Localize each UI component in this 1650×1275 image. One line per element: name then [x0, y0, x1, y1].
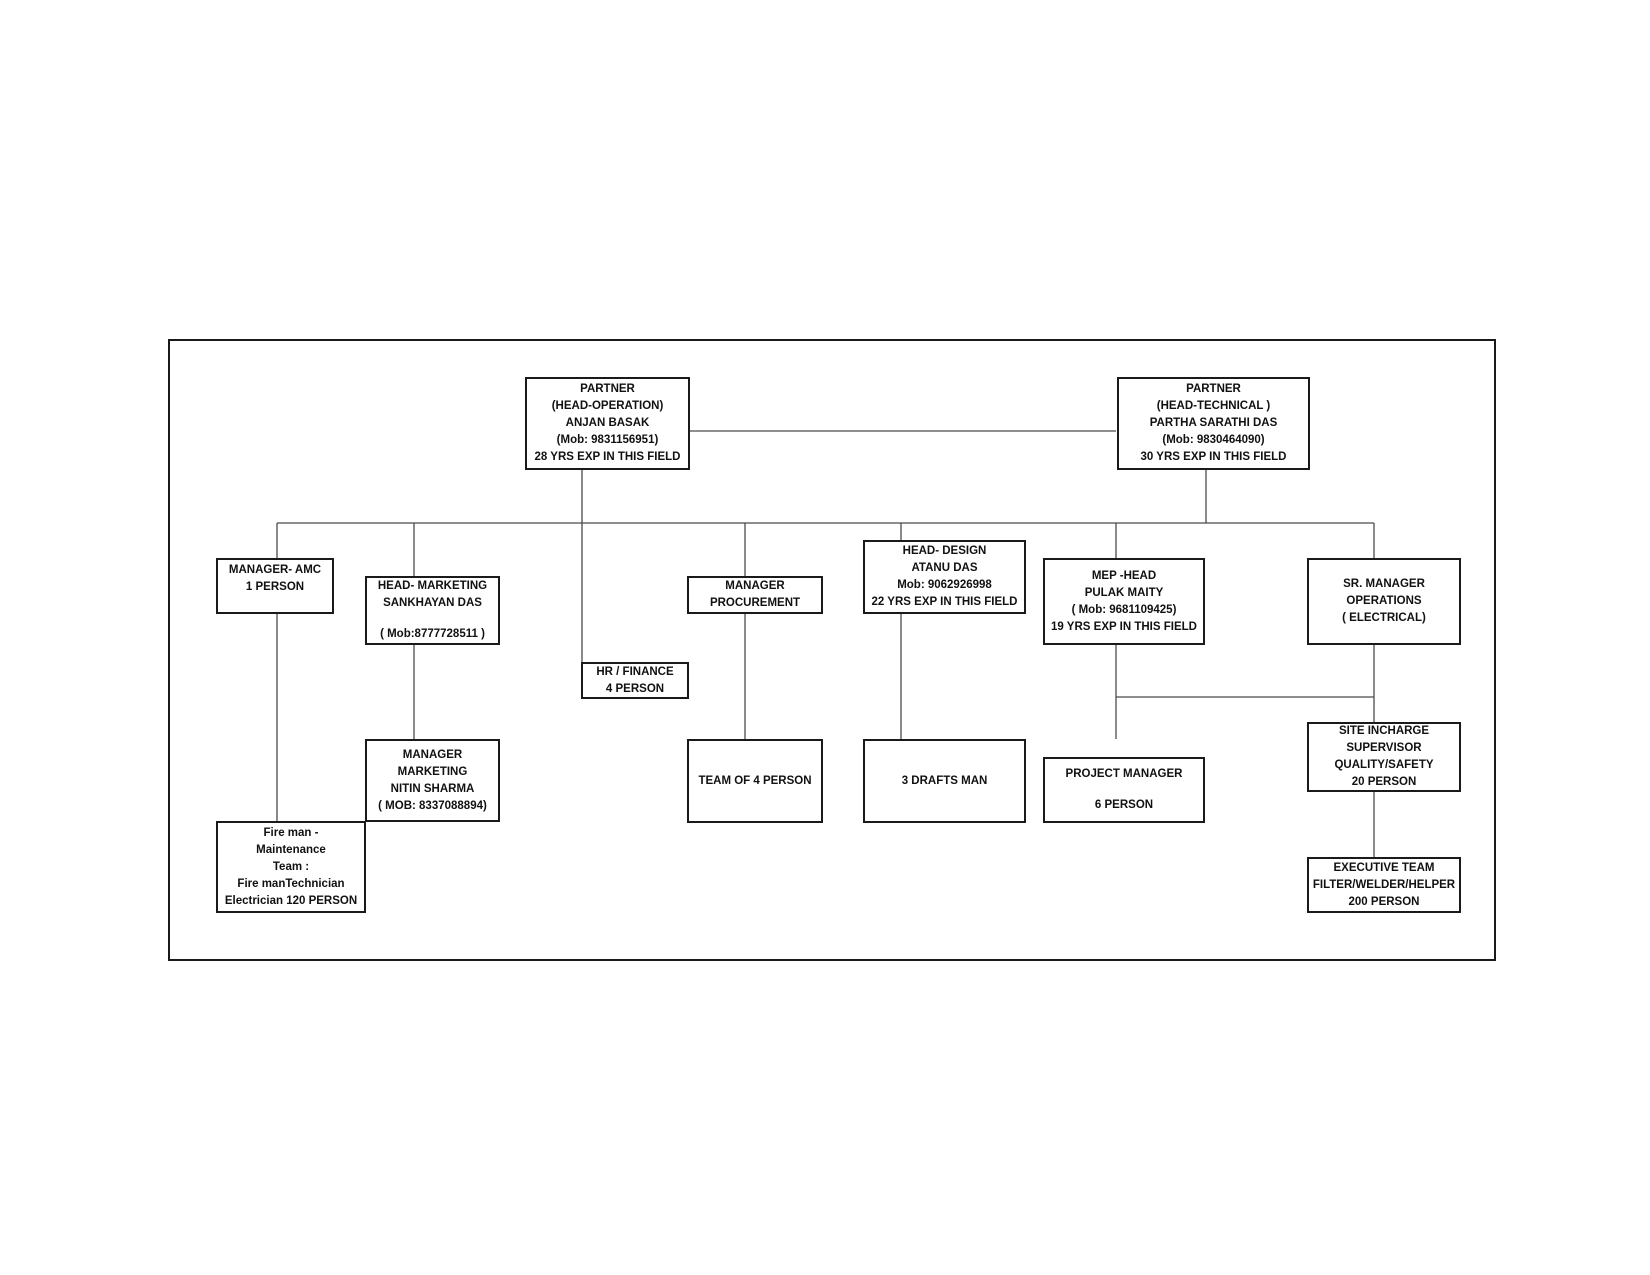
partner-operation-box: PARTNER (HEAD-OPERATION) ANJAN BASAK (Mo…	[525, 377, 690, 470]
partner-technical-box: PARTNER (HEAD-TECHNICAL ) PARTHA SARATHI…	[1117, 377, 1310, 470]
mep-head-experience: 19 YRS EXP IN THIS FIELD	[1051, 620, 1197, 633]
head-marketing-mobile: ( Mob:8777728511 )	[380, 628, 485, 640]
partner-technical-role: (HEAD-TECHNICAL )	[1156, 400, 1271, 412]
team-procurement-box: TEAM OF 4 PERSON	[687, 739, 823, 823]
project-manager-count: 6 PERSON	[1094, 799, 1154, 811]
partner-operation-mobile: (Mob: 9831156951)	[556, 434, 659, 446]
drafts-man-label: 3 DRAFTS MAN	[901, 774, 988, 787]
executive-team-box: EXECUTIVE TEAM FILTER/WELDER/HELPER 200 …	[1307, 857, 1461, 913]
manager-marketing-name: NITIN SHARMA	[390, 782, 475, 795]
partner-operation-title: PARTNER	[580, 383, 635, 395]
fire-team-box: Fire man - Maintenance Team : Fire manTe…	[216, 821, 366, 913]
site-incharge-title: SITE INCHARGE	[1338, 725, 1430, 737]
manager-marketing-box: MANAGER MARKETING NITIN SHARMA ( MOB: 83…	[365, 739, 500, 822]
site-incharge-box: SITE INCHARGE SUPERVISOR QUALITY/SAFETY …	[1307, 722, 1461, 792]
fire-team-line-5: Electrician 120 PERSON	[224, 894, 358, 907]
partner-technical-experience: 30 YRS EXP IN THIS FIELD	[1140, 451, 1287, 463]
fire-team-line-2: Maintenance	[256, 843, 326, 856]
head-marketing-name: SANKHAYAN DAS	[383, 597, 482, 609]
manager-amc-count: 1 PERSON	[245, 581, 305, 593]
project-manager-title: PROJECT MANAGER	[1065, 768, 1183, 780]
head-marketing-box: HEAD- MARKETING SANKHAYAN DAS ( Mob:8777…	[365, 576, 500, 645]
site-incharge-dept: QUALITY/SAFETY	[1334, 759, 1434, 771]
manager-procurement-dept: PROCUREMENT	[709, 597, 801, 609]
executive-team-title: EXECUTIVE TEAM	[1333, 861, 1435, 874]
sr-manager-operations-box: SR. MANAGER OPERATIONS ( ELECTRICAL)	[1307, 558, 1461, 645]
head-design-box: HEAD- DESIGN ATANU DAS Mob: 9062926998 2…	[863, 540, 1026, 614]
hr-finance-box: HR / FINANCE 4 PERSON	[581, 662, 689, 699]
project-manager-box: PROJECT MANAGER 6 PERSON	[1043, 757, 1205, 823]
fire-team-line-3: Team :	[272, 860, 310, 873]
team-procurement-label: TEAM OF 4 PERSON	[698, 774, 812, 787]
partner-technical-mobile: (Mob: 9830464090)	[1162, 434, 1265, 446]
head-design-mobile: Mob: 9062926998	[897, 579, 992, 591]
partner-technical-name: PARTHA SARATHI DAS	[1149, 417, 1278, 429]
executive-team-count: 200 PERSON	[1348, 895, 1420, 908]
head-design-experience: 22 YRS EXP IN THIS FIELD	[871, 596, 1018, 608]
mep-head-box: MEP -HEAD PULAK MAITY ( Mob: 9681109425)…	[1043, 558, 1205, 645]
manager-amc-box: MANAGER- AMC 1 PERSON	[216, 558, 334, 614]
hr-finance-count: 4 PERSON	[605, 682, 665, 695]
sr-manager-dept: OPERATIONS	[1346, 595, 1422, 607]
manager-marketing-mobile: ( MOB: 8337088894)	[378, 799, 487, 812]
sr-manager-specialty: ( ELECTRICAL)	[1342, 612, 1426, 624]
manager-marketing-title: MANAGER	[402, 748, 463, 761]
diagram-frame	[168, 339, 1496, 961]
hr-finance-title: HR / FINANCE	[596, 665, 674, 678]
partner-operation-role: (HEAD-OPERATION)	[551, 400, 664, 412]
mep-head-mobile: ( Mob: 9681109425)	[1071, 603, 1177, 616]
partner-technical-title: PARTNER	[1186, 383, 1241, 395]
head-marketing-title: HEAD- MARKETING	[377, 580, 488, 592]
manager-marketing-dept: MARKETING	[397, 765, 468, 778]
drafts-man-box: 3 DRAFTS MAN	[863, 739, 1026, 823]
manager-procurement-box: MANAGER PROCUREMENT	[687, 576, 823, 614]
site-incharge-count: 20 PERSON	[1351, 776, 1417, 788]
executive-team-roles: FILTER/WELDER/HELPER	[1312, 878, 1456, 891]
partner-operation-name: ANJAN BASAK	[565, 417, 650, 429]
manager-procurement-title: MANAGER	[725, 580, 785, 592]
site-incharge-role: SUPERVISOR	[1346, 742, 1422, 754]
head-design-name: ATANU DAS	[911, 562, 978, 574]
mep-head-title: MEP -HEAD	[1091, 569, 1157, 582]
manager-amc-title: MANAGER- AMC	[228, 564, 322, 576]
sr-manager-title: SR. MANAGER	[1343, 578, 1425, 590]
partner-operation-experience: 28 YRS EXP IN THIS FIELD	[534, 451, 681, 463]
fire-team-line-1: Fire man -	[263, 826, 319, 839]
fire-team-line-4: Fire manTechnician	[237, 877, 345, 890]
mep-head-name: PULAK MAITY	[1084, 586, 1164, 599]
head-design-title: HEAD- DESIGN	[902, 545, 987, 557]
